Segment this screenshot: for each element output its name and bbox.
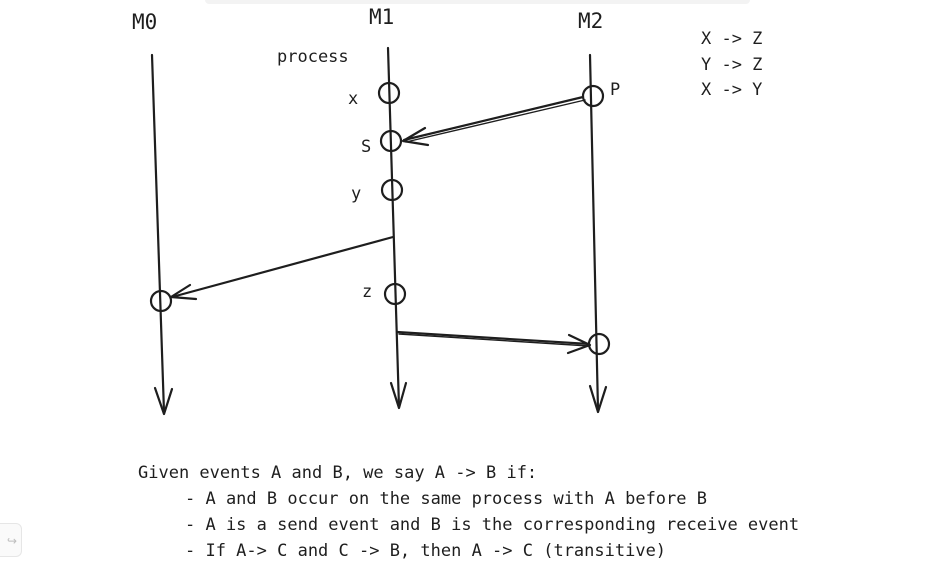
- definition-rule: - A and B occur on the same process with…: [185, 489, 707, 509]
- event-receive-m2-circle: [587, 332, 611, 356]
- happens-before-definition: Given events A and B, we say A -> B if: …: [138, 460, 799, 564]
- event-p-circle: [581, 84, 605, 108]
- event-label-y: y: [351, 184, 361, 204]
- definition-intro: Given events A and B, we say A -> B if:: [138, 463, 538, 483]
- event-z-circle: [383, 282, 407, 306]
- event-label-z: z: [362, 282, 372, 302]
- definition-rule: - A is a send event and B is the corresp…: [185, 515, 800, 535]
- relation-line: Y -> Z: [701, 55, 762, 75]
- event-x-circle: [377, 81, 401, 105]
- process-label-m0: M0: [132, 10, 157, 34]
- redo-icon: ↪: [6, 534, 17, 548]
- event-s-circle: [379, 129, 403, 153]
- event-label-p: P: [610, 80, 620, 100]
- event-receive-m0-circle: [149, 289, 173, 313]
- event-label-s: S: [361, 137, 371, 157]
- relations-legend: X -> Z Y -> Z X -> Y: [701, 29, 762, 100]
- process-label-m2: M2: [578, 9, 603, 33]
- timeline-m0: [150, 53, 174, 416]
- message-arrow-m2-to-m1: [401, 95, 586, 147]
- top-toolbar-edge: [205, 0, 750, 4]
- redo-button[interactable]: ↪: [0, 523, 22, 557]
- relation-line: X -> Z: [701, 29, 762, 49]
- timeline-m2: [588, 53, 608, 414]
- event-label-x: x: [348, 89, 358, 109]
- definition-rule: - If A-> C and C -> B, then A -> C (tran…: [185, 541, 667, 561]
- message-arrow-m1-to-m0: [169, 235, 395, 301]
- message-arrow-m1-to-m2: [395, 330, 592, 355]
- event-y-circle: [380, 178, 404, 202]
- process-annotation: process: [277, 47, 349, 67]
- process-label-m1: M1: [369, 5, 394, 29]
- timeline-m1: [386, 46, 408, 410]
- relation-line: X -> Y: [701, 80, 762, 100]
